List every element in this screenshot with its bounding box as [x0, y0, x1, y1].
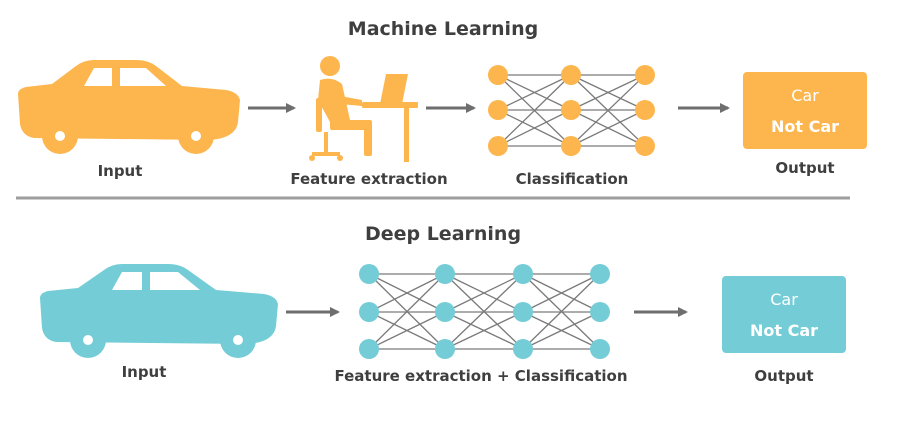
ml-classification-label: Classification — [516, 170, 629, 188]
ml-output-label: Output — [775, 159, 834, 177]
ml-input-label: Input — [98, 162, 143, 180]
dl-network-node — [359, 264, 379, 284]
ml-network-node — [488, 136, 508, 156]
ml-title: Machine Learning — [348, 18, 538, 40]
dl-neural-network-icon — [359, 264, 610, 359]
ml-output-box — [743, 72, 867, 149]
dl-output-box — [722, 276, 846, 353]
person-at-desk-icon — [309, 56, 418, 162]
dl-network-connection — [444, 273, 524, 313]
ml-network-node — [635, 65, 655, 85]
dl-network-connection — [522, 311, 601, 350]
dl-network-node — [590, 302, 610, 322]
dl-network-connection — [368, 311, 446, 350]
ml-network-connection — [497, 74, 572, 111]
ml-network-node — [635, 100, 655, 120]
dl-network-connection — [522, 273, 601, 313]
dl-network-node — [513, 302, 533, 322]
dl-network-node — [513, 339, 533, 359]
dl-car-windows — [112, 272, 200, 290]
dl-network-node — [590, 339, 610, 359]
dl-input-label: Input — [122, 363, 167, 381]
dl-output-not-car: Not Car — [750, 321, 818, 340]
dl-network-connection — [444, 273, 524, 350]
dl-network-connection — [368, 273, 446, 350]
ml-network-connection — [570, 74, 646, 147]
ml-car-windows — [84, 68, 166, 86]
ml-network-connection — [570, 109, 646, 147]
ml-feature-label: Feature extraction — [290, 170, 447, 188]
ml-output-car: Car — [791, 86, 819, 105]
ml-network-node — [561, 65, 581, 85]
ml-network-connection — [497, 74, 572, 147]
dl-network-node — [513, 264, 533, 284]
dl-car-wheel-hubs — [83, 335, 243, 345]
dl-network-node — [359, 302, 379, 322]
dl-output-car: Car — [770, 290, 798, 309]
dl-network-node — [590, 264, 610, 284]
ml-network-node — [488, 100, 508, 120]
dl-network-connection — [444, 311, 524, 350]
ml-output-not-car: Not Car — [771, 117, 839, 136]
dl-network-node — [359, 339, 379, 359]
ml-network-node — [635, 136, 655, 156]
dl-network-node — [435, 339, 455, 359]
dl-output-label: Output — [754, 367, 813, 385]
ml-neural-network-icon — [488, 65, 655, 156]
dl-network-node — [435, 302, 455, 322]
dl-network-label: Feature extraction + Classification — [334, 367, 627, 385]
ml-network-node — [488, 65, 508, 85]
ml-network-node — [561, 136, 581, 156]
ml-network-connection — [570, 74, 646, 111]
dl-network-node — [435, 264, 455, 284]
ml-network-connection — [497, 109, 572, 147]
dl-title: Deep Learning — [365, 223, 521, 245]
dl-network-connection — [368, 273, 446, 313]
dl-network-connection — [522, 273, 601, 350]
ml-car-wheel-hubs — [55, 131, 201, 141]
ml-network-node — [561, 100, 581, 120]
